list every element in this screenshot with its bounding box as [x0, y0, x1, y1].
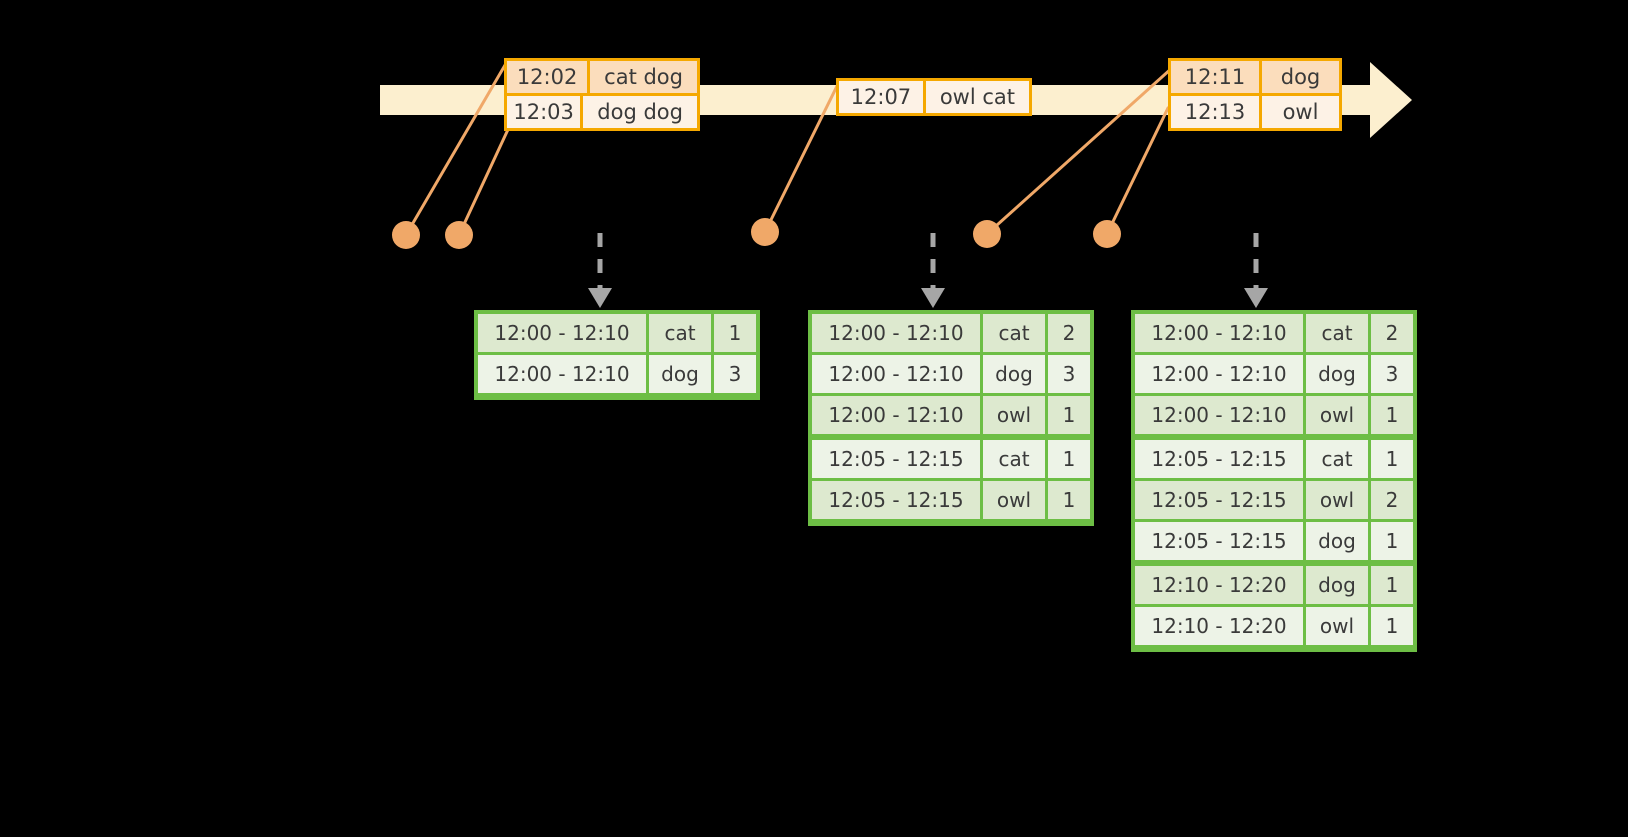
table-cell-key: cat: [1306, 314, 1368, 352]
event-dot: [751, 218, 779, 246]
event-dot: [392, 221, 420, 249]
table-cell-key: owl: [1306, 607, 1368, 645]
table-cell-window: 12:05 - 12:15: [1135, 481, 1303, 519]
table-cell-key: cat: [1306, 440, 1368, 478]
event-row[interactable]: 12:13 owl: [1171, 93, 1339, 128]
event-text: dog dog: [580, 96, 697, 128]
event-group-3[interactable]: 12:11 dog 12:13 owl: [1168, 58, 1342, 131]
event-time: 12:11: [1171, 61, 1259, 93]
table-cell-count: 2: [1371, 314, 1413, 352]
event-dot: [1093, 220, 1121, 248]
event-text: cat dog: [587, 61, 697, 93]
event-time: 12:13: [1171, 96, 1259, 128]
table-cell-count: 1: [1371, 396, 1413, 434]
event-dot: [445, 221, 473, 249]
event-dot: [973, 220, 1001, 248]
connector-line-5: [1105, 106, 1170, 236]
event-row[interactable]: 12:03 dog dog: [507, 93, 697, 128]
table-cell-window: 12:00 - 12:10: [812, 314, 980, 352]
table-cell-count: 1: [1371, 607, 1413, 645]
table-cell-window: 12:10 - 12:20: [1135, 566, 1303, 604]
emit-arrows: [588, 233, 1268, 308]
table-cell-key: dog: [649, 355, 711, 393]
table-cell-window: 12:00 - 12:10: [478, 314, 646, 352]
emit-arrow-3: [1244, 233, 1268, 308]
emit-arrow-1: [588, 233, 612, 308]
event-row[interactable]: 12:11 dog: [1171, 61, 1339, 93]
table-cell-count: 1: [1048, 396, 1090, 434]
table-cell-window: 12:00 - 12:10: [478, 355, 646, 393]
table-cell-count: 3: [1048, 355, 1090, 393]
table-cell-window: 12:10 - 12:20: [1135, 607, 1303, 645]
table-cell-count: 2: [1371, 481, 1413, 519]
table-cell-window: 12:00 - 12:10: [1135, 396, 1303, 434]
table-cell-count: 1: [1371, 440, 1413, 478]
table-cell-window: 12:05 - 12:15: [1135, 440, 1303, 478]
table-cell-key: dog: [1306, 566, 1368, 604]
table-cell-key: owl: [1306, 396, 1368, 434]
table-cell-count: 1: [1371, 566, 1413, 604]
event-row[interactable]: 12:02 cat dog: [507, 61, 697, 93]
table-cell-count: 1: [714, 314, 756, 352]
table-cell-key: dog: [983, 355, 1045, 393]
table-cell-count: 3: [714, 355, 756, 393]
table-cell-key: cat: [649, 314, 711, 352]
table-cell-key: owl: [983, 481, 1045, 519]
connector-line-3: [763, 78, 842, 234]
table-cell-count: 1: [1048, 440, 1090, 478]
event-time: 12:03: [507, 96, 581, 128]
event-group-2[interactable]: 12:07 owl cat: [836, 78, 1032, 116]
table-cell-window: 12:05 - 12:15: [1135, 522, 1303, 560]
event-dots: [392, 218, 1121, 249]
event-text: owl cat: [922, 81, 1029, 113]
table-cell-count: 3: [1371, 355, 1413, 393]
table-cell-key: dog: [1306, 355, 1368, 393]
table-cell-count: 1: [1048, 481, 1090, 519]
table-cell-key: cat: [983, 440, 1045, 478]
table-cell-key: owl: [983, 396, 1045, 434]
table-cell-window: 12:00 - 12:10: [812, 396, 980, 434]
event-time: 12:07: [839, 81, 923, 113]
event-text: owl: [1259, 96, 1339, 128]
event-text: dog: [1259, 61, 1339, 93]
event-row[interactable]: 12:07 owl cat: [839, 81, 1029, 113]
table-cell-window: 12:05 - 12:15: [812, 440, 980, 478]
table-cell-count: 2: [1048, 314, 1090, 352]
connector-line-1: [404, 58, 510, 237]
table-cell-window: 12:00 - 12:10: [812, 355, 980, 393]
table-cell-window: 12:00 - 12:10: [1135, 314, 1303, 352]
event-group-1[interactable]: 12:02 cat dog 12:03 dog dog: [504, 58, 700, 131]
table-cell-key: cat: [983, 314, 1045, 352]
table-cell-count: 1: [1371, 522, 1413, 560]
table-cell-key: owl: [1306, 481, 1368, 519]
table-cell-key: dog: [1306, 522, 1368, 560]
emit-arrow-2: [921, 233, 945, 308]
event-time: 12:02: [507, 61, 588, 93]
table-cell-window: 12:05 - 12:15: [812, 481, 980, 519]
table-cell-window: 12:00 - 12:10: [1135, 355, 1303, 393]
